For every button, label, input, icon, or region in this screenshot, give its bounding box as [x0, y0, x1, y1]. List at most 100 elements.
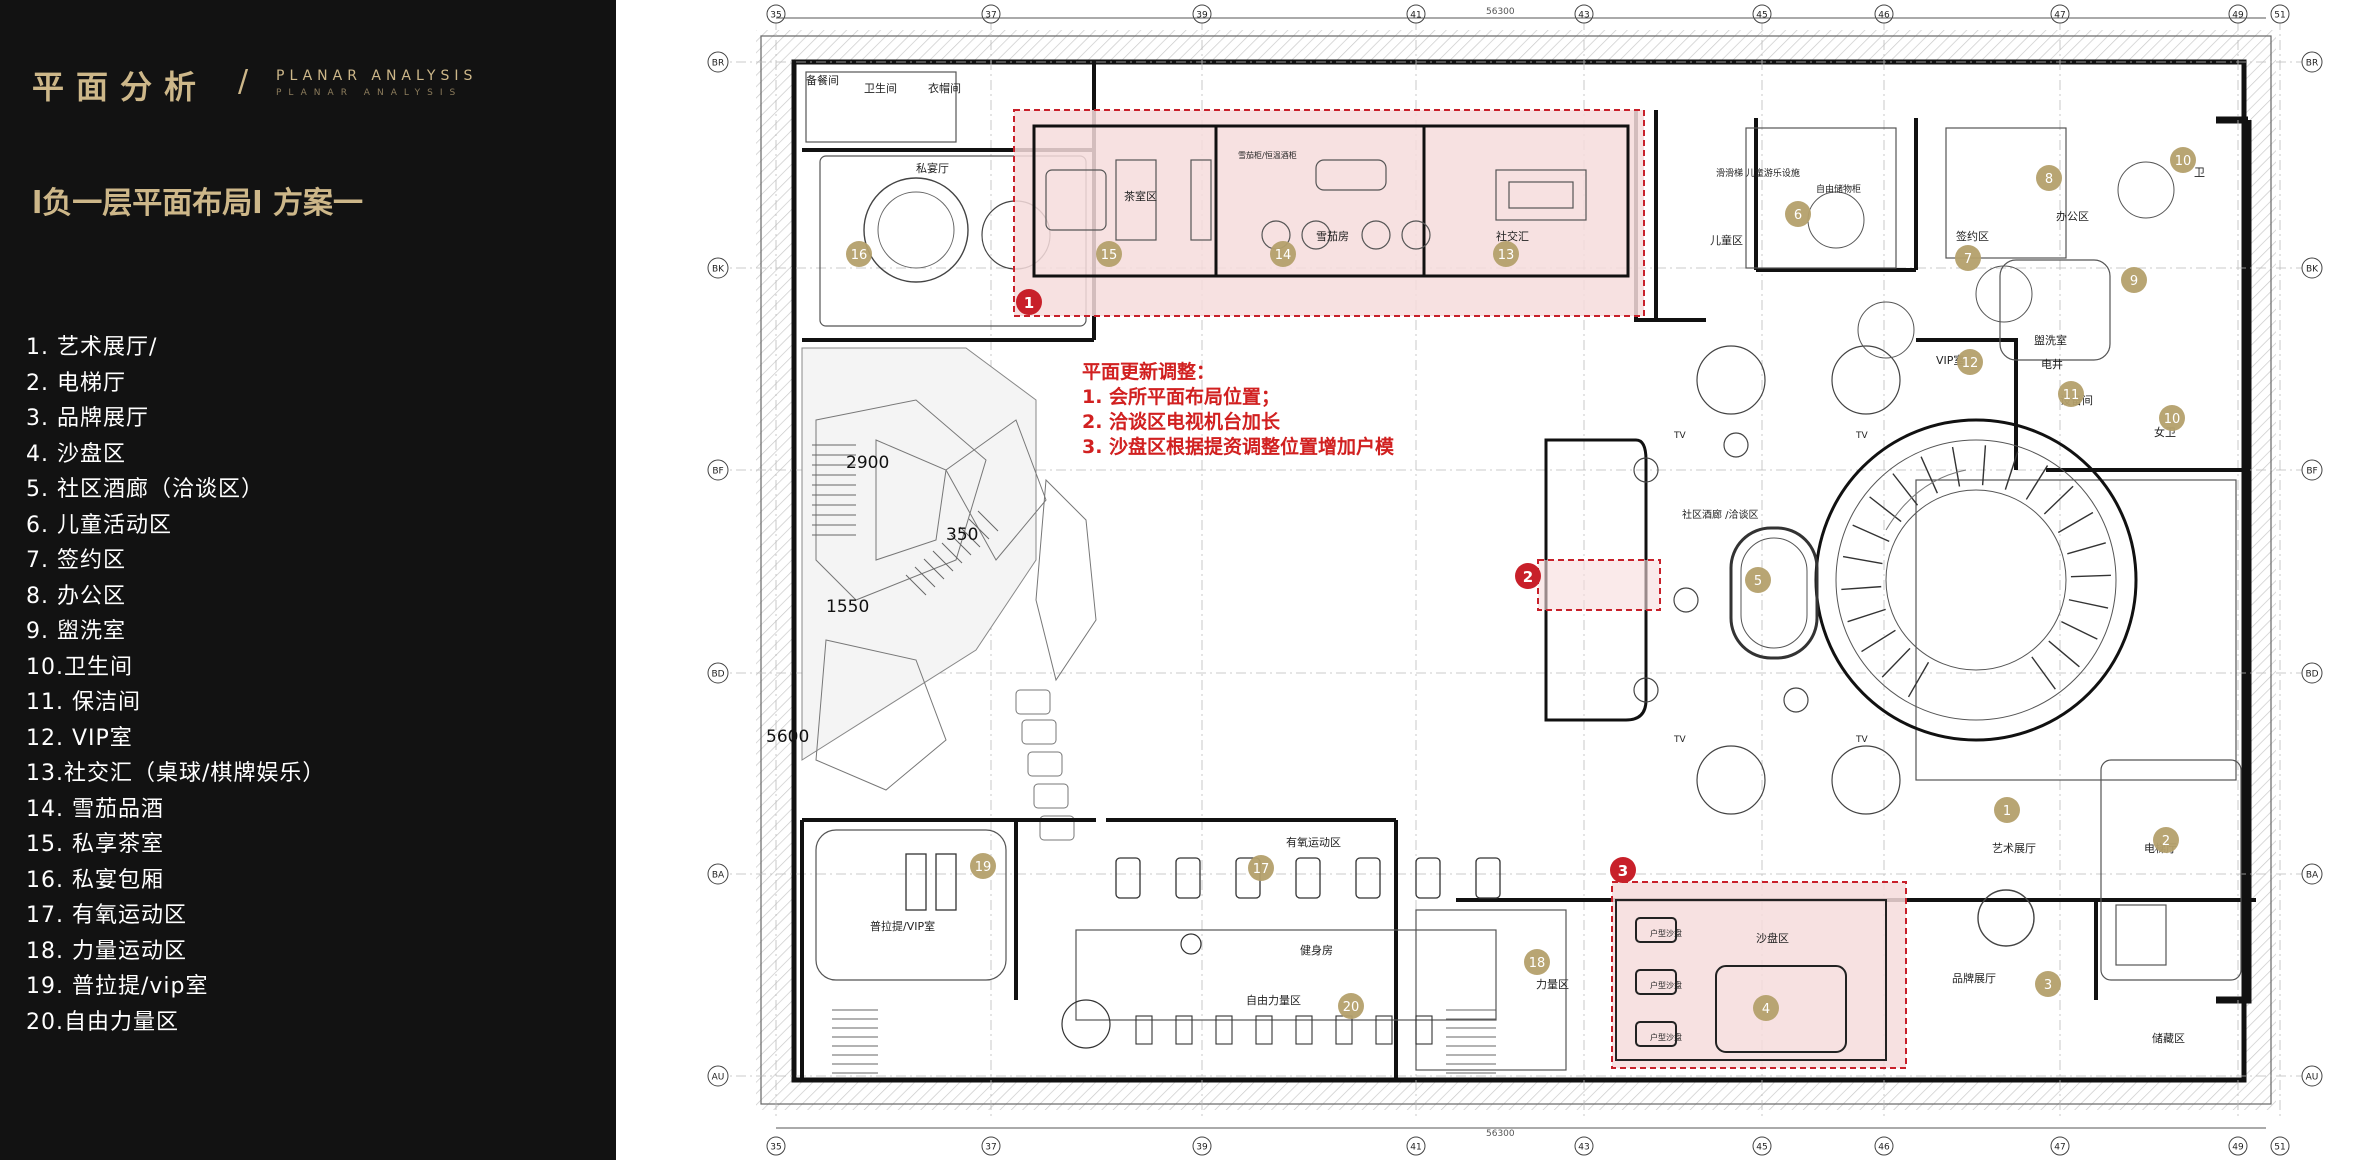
grid-col-bubble [1574, 1136, 1594, 1156]
grid-col-label: 35 [770, 1143, 781, 1153]
room-labels: 备餐间 卫生间 衣帽间 私宴厅 茶室区 雪茄柜/恒温酒柜 雪茄房 社交汇 滑滑梯… [806, 73, 2205, 1045]
grid-col-label: 47 [2054, 1143, 2065, 1153]
grid-col-label: 46 [1878, 1143, 1890, 1153]
zone-badge [2035, 971, 2061, 997]
label-model-2: 户型沙盘 [1650, 980, 1682, 990]
grid-row-label: AU [712, 1073, 725, 1083]
label-tv-4: TV [1855, 735, 1868, 745]
change-markers: 1 2 3 [1016, 289, 1636, 883]
legend-item: 4. 沙盘区 [26, 441, 126, 467]
grid-row-label: BR [712, 59, 724, 69]
label-pilates: 普拉提/VIP室 [870, 919, 935, 933]
zone-badge [1994, 797, 2020, 823]
zone-badge-label: 20 [1343, 1000, 1360, 1015]
panel-title-en: PLANAR ANALYSIS [276, 68, 478, 84]
stair-treads [812, 444, 1496, 1074]
zone-badge [2036, 165, 2062, 191]
grid-row-bubble [707, 1065, 729, 1087]
label-wine: 雪茄房 [1316, 229, 1349, 243]
zone-badge-label: 14 [1275, 248, 1292, 263]
clubhouse-walls [1032, 124, 1630, 278]
label-private-room: 私宴厅 [916, 161, 949, 175]
top-dimension-label: 56300 [1486, 7, 1515, 17]
grid-row-bubble [707, 51, 729, 73]
zone-badge [1955, 245, 1981, 271]
zone-badge [970, 853, 996, 879]
bottom-dimension-label: 56300 [1486, 1129, 1515, 1139]
grid-col-bubble [2050, 1136, 2070, 1156]
marker-3 [1610, 857, 1636, 883]
east-wall [2216, 116, 2252, 1004]
highlight-tv-console [1537, 559, 1661, 611]
zone-badge-label: 12 [1962, 356, 1979, 371]
grid-col-label: 45 [1756, 1143, 1767, 1153]
grid-col-bubble [2228, 1136, 2248, 1156]
zone-badge [1745, 567, 1771, 593]
grid-row-label: BF [712, 467, 723, 477]
zone-badge-label: 5 [1754, 574, 1762, 589]
label-social: 社交汇 [1496, 229, 1529, 243]
annotation-title: 平面更新调整： [1082, 360, 1215, 383]
legend-item: 5. 社区酒廊（洽谈区） [26, 477, 264, 502]
label-wash: 盥洗室 [2034, 333, 2067, 347]
grid-col-label: 41 [1410, 1143, 1421, 1153]
level-5600: 5600 [766, 727, 809, 747]
grid-col-label: 47 [2054, 11, 2065, 21]
legend-item: 2. 电梯厅 [26, 370, 126, 396]
grid-row-label: BD [2305, 670, 2318, 680]
legend-item: 15. 私享茶室 [26, 832, 164, 857]
grid-col-label: 43 [1578, 1143, 1589, 1153]
grid-col-bubble [766, 1136, 786, 1156]
grid-row-bubble [2301, 459, 2323, 481]
zone-badge [1524, 949, 1550, 975]
grid-row-label: BD [711, 670, 724, 680]
grid-col-bubble [2270, 4, 2290, 24]
grid-col-label: 41 [1410, 11, 1421, 21]
legend-item: 13.社交汇（桌球/棋牌娱乐） [26, 761, 326, 786]
side-panel: 平面分析 / PLANAR ANALYSIS PLANAR ANALYSIS l… [0, 0, 616, 1160]
grid-col-label: 49 [2232, 11, 2244, 21]
label-sign: 签约区 [1956, 229, 1989, 243]
annotation-line-1: 1. 会所平面布局位置； [1082, 385, 1280, 408]
zone-badge-label: 11 [2063, 388, 2080, 403]
label-elevator-shaft: 电井 [2041, 357, 2063, 371]
legend-item: 3. 品牌展厅 [26, 406, 149, 431]
room-outlines [805, 71, 2242, 1071]
zone-badge [1785, 201, 1811, 227]
legend-item: 8. 办公区 [26, 583, 126, 609]
marker-2 [1515, 563, 1541, 589]
legend-item: 10.卫生间 [26, 654, 133, 680]
label-model-3: 户型沙盘 [1650, 1032, 1682, 1042]
grid-row-bubble [2301, 257, 2323, 279]
legend-item: 20.自由力量区 [26, 1009, 179, 1035]
legend-item: 16. 私宴包厢 [26, 867, 164, 893]
label-toilet-1: 卫生间 [864, 81, 897, 95]
grid-col-label: 45 [1756, 11, 1767, 21]
panel-title-en-shadow: PLANAR ANALYSIS [276, 88, 463, 98]
grid-row-label: BA [712, 871, 725, 881]
label-cloak: 衣帽间 [928, 81, 961, 95]
level-2900: 2900 [846, 453, 889, 473]
grid-row-bubble [707, 662, 729, 684]
zone-badge [2121, 267, 2147, 293]
zone-badge-label: 10 [2164, 412, 2181, 427]
grid-row-bubble [707, 863, 729, 885]
marker-1-label: 1 [1024, 294, 1034, 312]
stepped-landscape [801, 347, 1097, 791]
zone-badge [1338, 993, 1364, 1019]
label-brand: 品牌展厅 [1952, 971, 1996, 985]
grid-col-label: 46 [1878, 11, 1890, 21]
legend-item: 7. 签约区 [26, 548, 126, 573]
grid-row-label: AU [2306, 1073, 2319, 1083]
grid-row-label: BF [2306, 467, 2317, 477]
zone-badge [846, 241, 872, 267]
label-tv-1: TV [1673, 431, 1686, 441]
zone-badge [2170, 147, 2196, 173]
zone-badge-label: 17 [1253, 862, 1270, 877]
label-tea: 茶室区 [1124, 189, 1157, 203]
zone-badge-label: 15 [1101, 248, 1118, 263]
clubhouse-furniture [1045, 159, 1587, 250]
zone-badge-label: 9 [2130, 274, 2138, 289]
